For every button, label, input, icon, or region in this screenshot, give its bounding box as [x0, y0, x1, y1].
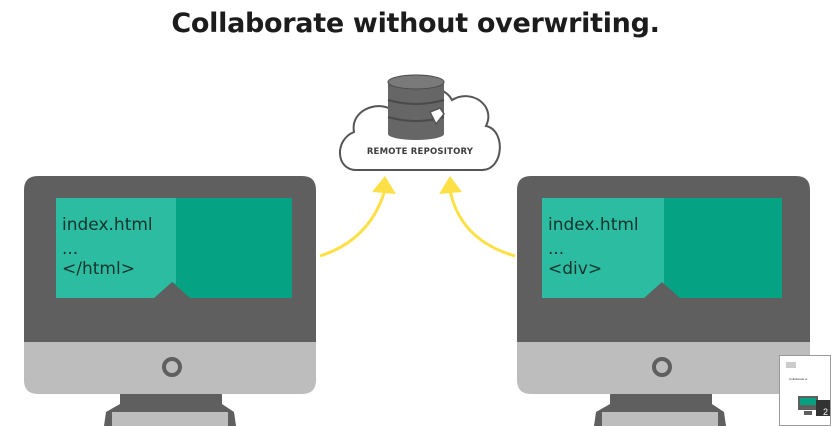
- thumbnail-count: 2: [822, 407, 828, 417]
- right-screen: [542, 198, 782, 298]
- right-filename: index.html: [548, 215, 639, 235]
- remote-repository-label: REMOTE REPOSITORY: [366, 147, 474, 157]
- left-screen: [56, 198, 292, 298]
- slide-title: Collaborate without overwriting.: [171, 8, 660, 39]
- left-code-snippet: </html>: [62, 259, 135, 279]
- database-icon: [387, 74, 445, 140]
- right-code-snippet: <div>: [548, 259, 603, 279]
- left-ellipsis: ...: [62, 239, 79, 259]
- right-ellipsis: ...: [548, 239, 565, 259]
- left-push-arrow: [319, 176, 396, 258]
- thumbnail-preview: [786, 362, 830, 416]
- slide-thumbnail[interactable]: Collaborate w 2: [779, 355, 831, 426]
- left-filename: index.html: [62, 215, 153, 235]
- thumbnail-title: Collaborate w: [789, 377, 808, 381]
- right-push-arrow: [439, 176, 516, 258]
